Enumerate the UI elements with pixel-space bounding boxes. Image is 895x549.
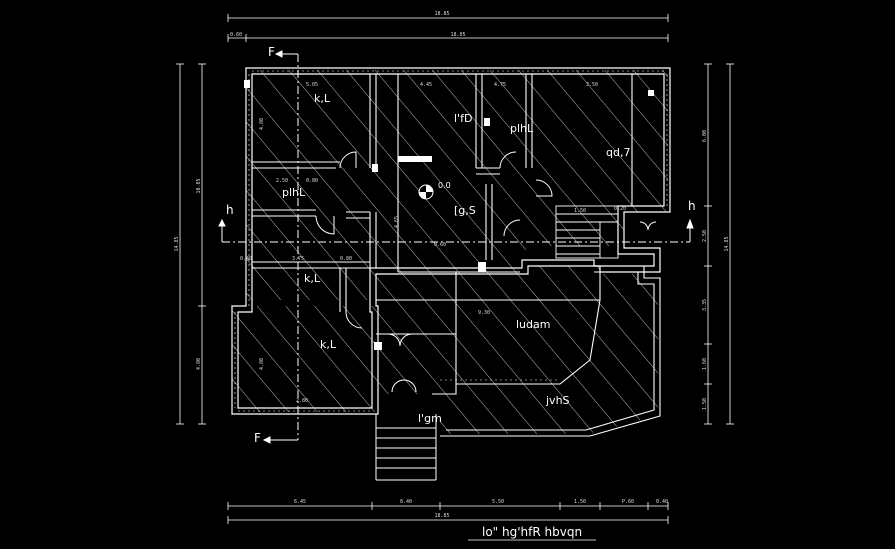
dim-right-seg-1: 6.00 — [702, 130, 708, 142]
dim-bottom-seg-6: 0.40 — [656, 499, 668, 505]
dim-interior: 4.65 — [394, 216, 400, 228]
dim-top-overall: 18.85 — [434, 11, 449, 17]
dim-bottom-seg-5: P.60 — [622, 499, 634, 505]
door-swings — [315, 151, 657, 393]
room-label-kl-bottom: k,L — [320, 338, 337, 351]
dim-left-lower: 4.80 — [196, 358, 202, 370]
dim-bottom-seg-1: 6.45 — [294, 499, 306, 505]
level-marker-symbol — [418, 184, 434, 200]
dim-interior: 0.60 — [434, 242, 446, 248]
section-line-f — [262, 50, 299, 444]
entrance-stairs — [375, 414, 437, 481]
section-mark-left: h — [226, 203, 234, 217]
dim-right-seg-3: 3.35 — [702, 299, 708, 311]
dim-interior: 9.30 — [478, 310, 490, 316]
room-label-kl-mid: k,L — [304, 272, 321, 285]
dim-interior: 4.75 — [494, 82, 506, 88]
plan-title: lo" hg'hfR hbvqn — [482, 525, 582, 539]
room-label-jvhs: jvhS — [545, 394, 570, 407]
dim-interior: 1.50 — [574, 208, 586, 214]
dim-interior: 0.20 — [614, 206, 626, 212]
room-label-plhl-left: plhL — [282, 186, 306, 199]
level-marker-label: 0.0 — [438, 181, 451, 190]
dim-right-seg-5: 1.50 — [702, 398, 708, 410]
dim-right-overall: 14.85 — [724, 236, 730, 251]
dim-left-overall: 14.85 — [174, 236, 180, 251]
dim-interior: 4.45 — [420, 82, 432, 88]
room-label-qd: qd,7 — [606, 146, 630, 159]
dim-right-seg-2: 2.50 — [702, 230, 708, 242]
dim-interior: 0.80 — [306, 178, 318, 184]
room-label-gs: [g,S — [454, 204, 476, 217]
room-label-ifd: l'fD — [454, 112, 472, 125]
dim-interior: 0.40 — [240, 256, 252, 262]
structural-columns — [244, 80, 654, 350]
interior-stairs — [555, 205, 619, 259]
dim-left-upper: 10.05 — [196, 178, 202, 193]
section-mark-top: F — [268, 45, 275, 59]
dim-right-seg-4: 1.60 — [702, 358, 708, 370]
hatched-floor-areas — [232, 70, 668, 434]
dimension-lines — [176, 14, 734, 524]
dim-interior: 4.80 — [259, 118, 265, 130]
dim-bottom-seg-3: 5.50 — [492, 499, 504, 505]
dim-interior: 2.80 — [296, 398, 308, 404]
dim-interior: 5.05 — [306, 82, 318, 88]
room-label-ludam: ludam — [516, 318, 550, 331]
room-label-plhl-center: plhL — [510, 122, 534, 135]
dim-interior: 3.50 — [586, 82, 598, 88]
section-mark-bottom: F — [254, 431, 261, 445]
section-line-h — [218, 218, 694, 243]
wall-texture — [234, 70, 668, 412]
dim-top-left: 0.60 — [230, 32, 242, 38]
dim-bottom-overall: 18.85 — [434, 513, 449, 519]
dim-interior: 2.50 — [276, 178, 288, 184]
dim-top-main: 18.05 — [450, 32, 465, 38]
dim-interior: 4.80 — [259, 358, 265, 370]
dim-bottom-seg-4: 1.50 — [574, 499, 586, 505]
dim-interior: 0.80 — [340, 256, 352, 262]
room-label-kl-top: k,L — [314, 92, 331, 105]
section-mark-right: h — [688, 199, 696, 213]
dim-bottom-seg-2: 8.40 — [400, 499, 412, 505]
interior-walls — [252, 74, 633, 384]
room-label-igm: l'gm — [418, 412, 442, 425]
dim-interior: 3.75 — [292, 256, 304, 262]
